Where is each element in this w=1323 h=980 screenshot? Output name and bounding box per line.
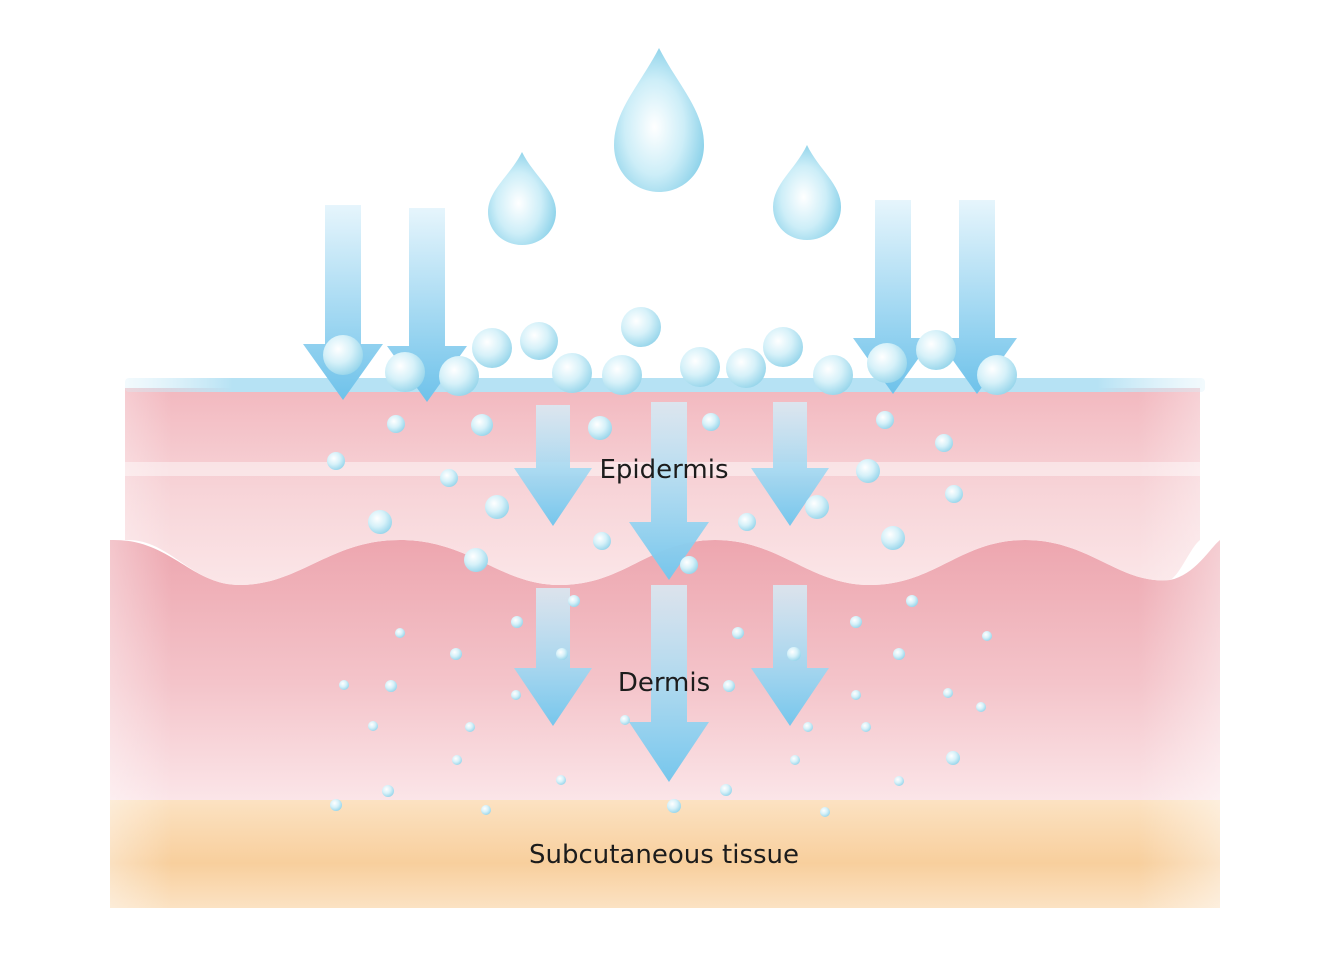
moisture-bubble-icon	[588, 416, 612, 440]
moisture-bubble-icon	[368, 510, 392, 534]
moisture-bubble-icon	[856, 459, 880, 483]
moisture-bubble-icon	[452, 755, 462, 765]
moisture-bubble-icon	[385, 680, 397, 692]
moisture-bubble-icon	[330, 799, 342, 811]
moisture-bubble-icon	[850, 616, 862, 628]
moisture-bubble-icon	[520, 322, 558, 360]
down-arrow-icon	[751, 402, 829, 526]
moisture-bubble-icon	[385, 352, 425, 392]
moisture-bubble-icon	[726, 348, 766, 388]
moisture-bubble-icon	[464, 548, 488, 572]
moisture-bubble-icon	[851, 690, 861, 700]
moisture-bubble-icon	[387, 415, 405, 433]
moisture-bubble-icon	[667, 799, 681, 813]
moisture-bubble-icon	[471, 414, 493, 436]
moisture-bubble-icon	[602, 355, 642, 395]
moisture-bubble-icon	[916, 330, 956, 370]
moisture-bubble-icon	[593, 532, 611, 550]
moisture-bubble-icon	[881, 526, 905, 550]
moisture-bubble-icon	[945, 485, 963, 503]
epidermis-arrows	[514, 402, 829, 580]
moisture-bubble-icon	[893, 648, 905, 660]
moisture-bubble-icon	[485, 495, 509, 519]
water-droplet-icon	[614, 48, 704, 192]
skin-surface-line	[125, 378, 1205, 392]
moisture-bubble-icon	[867, 343, 907, 383]
moisture-bubble-icon	[323, 335, 363, 375]
moisture-bubble-icon	[511, 616, 523, 628]
down-arrow-icon	[629, 402, 709, 580]
moisture-bubble-icon	[977, 355, 1017, 395]
water-droplet-icon	[773, 145, 841, 240]
moisture-bubble-icon	[906, 595, 918, 607]
moisture-bubble-icon	[805, 495, 829, 519]
moisture-bubble-icon	[621, 307, 661, 347]
down-arrow-icon	[629, 585, 709, 782]
moisture-bubble-icon	[368, 721, 378, 731]
moisture-bubble-icon	[440, 469, 458, 487]
moisture-bubble-icon	[439, 356, 479, 396]
down-arrow-icon	[853, 200, 933, 394]
moisture-bubble-icon	[943, 688, 953, 698]
moisture-bubble-icon	[511, 690, 521, 700]
moisture-bubble-icon	[556, 648, 568, 660]
water-droplet-icon	[488, 152, 556, 245]
moisture-bubble-icon	[732, 627, 744, 639]
epidermis-label: Epidermis	[600, 455, 729, 485]
moisture-bubble-icon	[481, 805, 491, 815]
moisture-bubble-icon	[723, 680, 735, 692]
moisture-bubble-icon	[680, 347, 720, 387]
moisture-bubbles	[323, 307, 1017, 817]
moisture-bubble-icon	[787, 647, 801, 661]
moisture-bubble-icon	[702, 413, 720, 431]
moisture-bubble-icon	[327, 452, 345, 470]
moisture-bubble-icon	[790, 755, 800, 765]
moisture-bubble-icon	[450, 648, 462, 660]
moisture-bubble-icon	[935, 434, 953, 452]
moisture-bubble-icon	[803, 722, 813, 732]
moisture-bubble-icon	[395, 628, 405, 638]
down-arrow-icon	[937, 200, 1017, 394]
down-arrow-icon	[514, 405, 592, 526]
moisture-bubble-icon	[738, 513, 756, 531]
moisture-bubble-icon	[976, 702, 986, 712]
down-arrow-icon	[514, 588, 592, 726]
moisture-bubble-icon	[620, 715, 630, 725]
moisture-bubble-icon	[813, 355, 853, 395]
moisture-bubble-icon	[339, 680, 349, 690]
moisture-bubble-icon	[465, 722, 475, 732]
subcutaneous-label: Subcutaneous tissue	[529, 840, 799, 870]
moisture-bubble-icon	[820, 807, 830, 817]
moisture-bubble-icon	[876, 411, 894, 429]
moisture-bubble-icon	[861, 722, 871, 732]
moisture-bubble-icon	[568, 595, 580, 607]
water-droplets	[488, 48, 841, 245]
dermis-label: Dermis	[618, 668, 710, 698]
moisture-bubble-icon	[472, 328, 512, 368]
moisture-bubble-icon	[946, 751, 960, 765]
moisture-bubble-icon	[556, 775, 566, 785]
moisture-bubble-icon	[720, 784, 732, 796]
moisture-bubble-icon	[982, 631, 992, 641]
moisture-bubble-icon	[763, 327, 803, 367]
moisture-bubble-icon	[894, 776, 904, 786]
moisture-bubble-icon	[552, 353, 592, 393]
moisture-bubble-icon	[382, 785, 394, 797]
moisture-bubble-icon	[680, 556, 698, 574]
down-arrow-icon	[303, 205, 383, 400]
